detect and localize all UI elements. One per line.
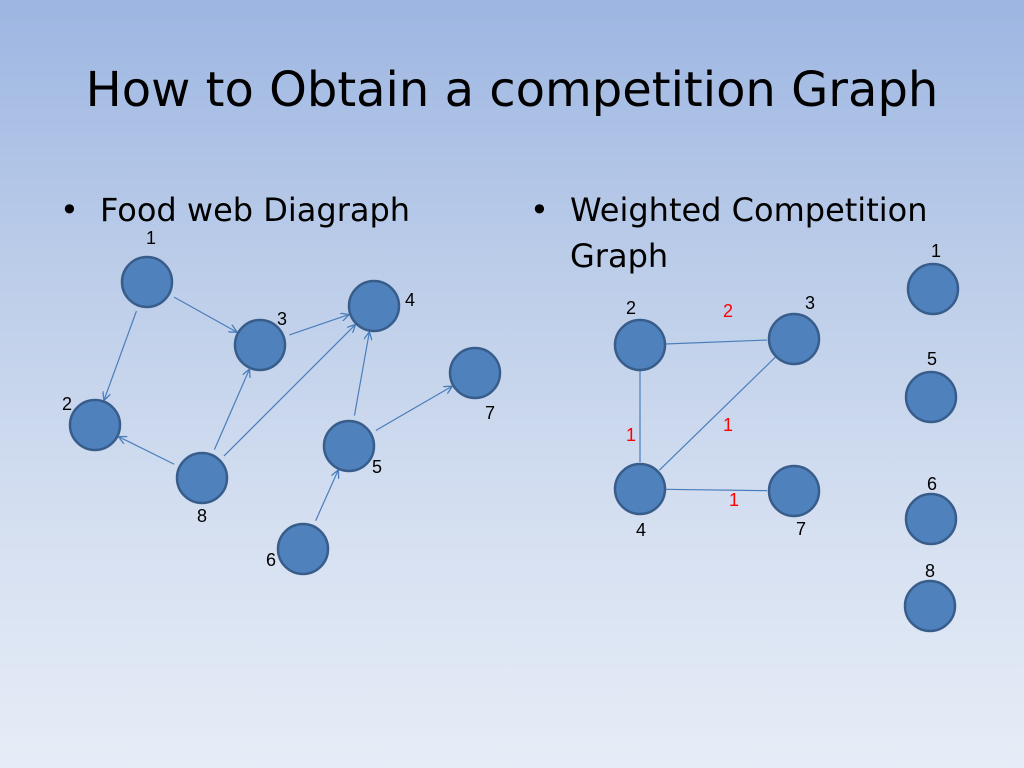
competition-node-label-2: 2 — [626, 298, 636, 318]
food-web-edge-1-2 — [104, 310, 137, 399]
food-web-node-label-1: 1 — [146, 228, 156, 248]
bullet-food-web: • Food web Diagraph — [60, 187, 411, 233]
food-web-edge-5-7 — [375, 387, 452, 431]
competition-edge-4-7 — [664, 488, 768, 492]
bullet-marker: • — [530, 191, 549, 229]
competition-node-label-8: 8 — [925, 561, 935, 581]
food-web-edge-1-3 — [173, 296, 236, 332]
competition-edge-2-3 — [664, 339, 768, 345]
food-web-edge-6-5 — [315, 471, 338, 521]
competition-node-label-7: 7 — [796, 519, 806, 539]
food-web-edge-8-2 — [119, 437, 175, 465]
competition-edge-weight-2-4: 1 — [626, 425, 636, 445]
bullet-weighted-graph: • Weighted Competition Graph — [530, 187, 970, 279]
competition-node-label-6: 6 — [927, 474, 937, 494]
food-web-node-label-4: 4 — [405, 290, 415, 310]
competition-edge-weight-4-7: 1 — [729, 490, 739, 510]
slide-title: How to Obtain a competition Graph — [85, 62, 939, 118]
competition-edge-3-4 — [658, 356, 777, 471]
food-web-node-3 — [233, 318, 287, 372]
food-web-node-5 — [322, 419, 376, 473]
weighted-competition-graph: 2 1 1 1 1 2 3 4 5 6 7 8 — [613, 241, 960, 633]
competition-node-4 — [613, 462, 667, 516]
competition-node-1 — [906, 262, 960, 316]
food-web-edge-8-4 — [223, 325, 355, 457]
competition-edge-weight-2-3: 2 — [723, 301, 733, 321]
competition-node-2 — [613, 318, 667, 372]
competition-node-5 — [904, 370, 958, 424]
food-web-edge-3-4 — [289, 315, 348, 336]
food-web-node-4 — [347, 279, 401, 333]
competition-node-label-3: 3 — [805, 293, 815, 313]
food-web-node-2 — [68, 398, 122, 452]
bullet-marker: • — [60, 191, 79, 229]
food-web-node-1 — [120, 255, 174, 309]
competition-node-3 — [767, 312, 821, 366]
food-web-node-8 — [175, 451, 229, 505]
competition-node-label-5: 5 — [927, 349, 937, 369]
competition-node-label-4: 4 — [636, 520, 646, 540]
food-web-node-label-8: 8 — [197, 506, 207, 526]
food-web-node-label-3: 3 — [277, 309, 287, 329]
food-web-edge-8-3 — [213, 370, 249, 450]
food-web-digraph: 1 2 3 4 5 6 7 8 — [62, 228, 502, 576]
competition-node-6 — [904, 492, 958, 546]
food-web-node-label-5: 5 — [372, 457, 382, 477]
bullet-text: Weighted Competition Graph — [570, 191, 928, 275]
competition-node-7 — [767, 464, 821, 518]
competition-node-8 — [903, 579, 957, 633]
food-web-node-label-7: 7 — [485, 403, 495, 423]
food-web-node-label-2: 2 — [62, 394, 72, 414]
bullet-text: Food web Diagraph — [100, 191, 411, 229]
food-web-node-7 — [448, 346, 502, 400]
food-web-edge-5-4 — [353, 333, 369, 416]
food-web-node-label-6: 6 — [266, 550, 276, 570]
competition-node-label-1: 1 — [931, 241, 941, 261]
food-web-node-6 — [276, 522, 330, 576]
competition-edge-weight-3-4: 1 — [723, 415, 733, 435]
